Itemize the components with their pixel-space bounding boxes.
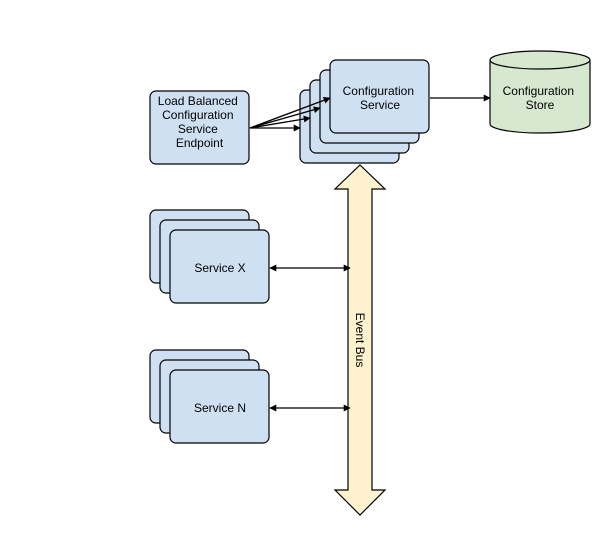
service-n-stack[interactable]: Service N (149, 349, 270, 444)
config-store-label-line-2: Store (526, 98, 555, 112)
event-bus-label: Event Bus (353, 313, 367, 368)
config-service-label-line-1: Configuration (343, 84, 414, 98)
config-service-stack[interactable]: Configuration Service (299, 59, 430, 164)
lb-endpoint-label-line-1: Load Balanced (158, 94, 238, 108)
lb-to-config-arrow-1 (249, 96, 331, 129)
lb-to-config-arrow-3 (249, 115, 311, 129)
config-store-node[interactable]: Configuration Store (489, 50, 591, 134)
service-x-label: Service X (194, 261, 245, 275)
service-n-label: Service N (194, 401, 246, 415)
lb-endpoint-node[interactable]: Load Balanced Configuration Service Endp… (149, 90, 250, 165)
config-service-label-line-2: Service (360, 98, 400, 112)
svg-text:Configuration Store: Configuration Store (503, 84, 578, 112)
lb-endpoint-label-line-4: Endpoint (176, 136, 224, 150)
lb-endpoint-label-line-3: Service (178, 122, 218, 136)
config-store-label-line-1: Configuration (503, 84, 574, 98)
event-bus[interactable]: Event Bus (333, 164, 387, 516)
lb-to-config-arrow-2 (249, 106, 321, 129)
service-x-stack[interactable]: Service X (149, 209, 270, 304)
svg-text:Load Balanced Configurat: Load Balanced Configuration Service Endp… (158, 94, 241, 150)
lb-to-config-connectors (249, 96, 331, 132)
config-service-primary (329, 59, 430, 134)
lb-endpoint-label-line-2: Configuration (162, 108, 233, 122)
svg-text:Configuration Service: Configuration Service (343, 84, 418, 112)
